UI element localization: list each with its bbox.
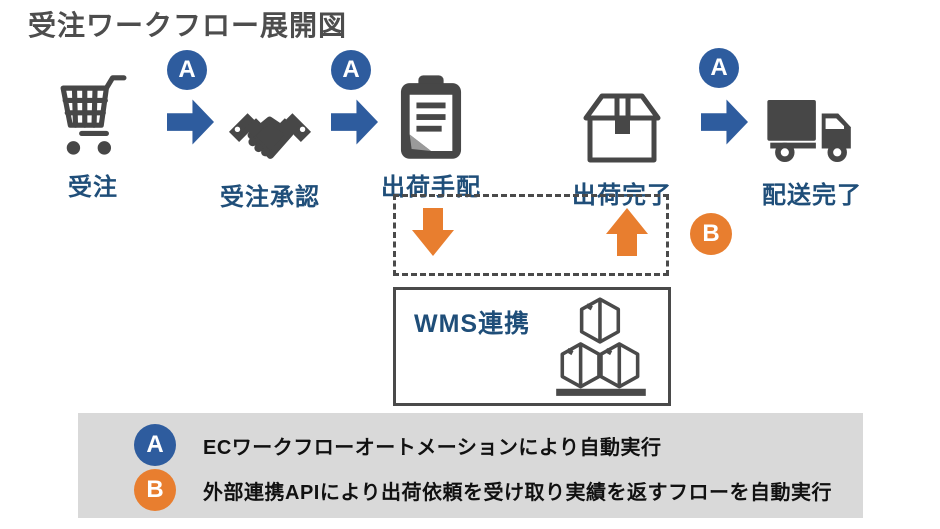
workflow-step-order: 受注 [8,62,178,202]
step-label: 受注 [68,174,118,201]
step-label: 配送完了 [762,182,862,209]
workflow-step-approval: 受注承認 [185,62,355,212]
legend-text-a: ECワークフローオートメーションにより自動実行 [203,436,662,459]
badge-a: A [331,50,371,90]
flow-arrow-right-icon [167,99,214,150]
badge-b: B [134,469,176,511]
legend-row-b: B 外部連携APIにより出荷依頼を受け取り実績を返すフローを自動実行 [134,469,832,511]
shopping-cart-icon [59,62,127,164]
data-up-arrow-icon [606,208,648,261]
badge-a: A [167,50,207,90]
page-title: 受注ワークフロー展開図 [28,10,348,41]
legend-row-a: A ECワークフローオートメーションにより自動実行 [134,424,661,466]
legend: A ECワークフローオートメーションにより自動実行 B 外部連携APIにより出荷… [78,413,863,518]
handshake-icon [214,62,326,174]
delivery-truck-icon [765,62,859,172]
warehouse-boxes-icon [546,295,658,402]
flow-arrow-right-icon [331,99,378,150]
legend-text-b: 外部連携APIにより出荷依頼を受け取り実績を返すフローを自動実行 [203,481,832,504]
data-down-arrow-icon [412,208,454,261]
package-box-icon [582,62,662,172]
badge-a: A [699,48,739,88]
flow-arrow-right-icon [701,99,748,150]
badge-b: B [690,213,732,255]
clipboard-icon [399,62,463,164]
badge-a: A [134,424,176,466]
wms-exchange-zone [393,194,669,276]
workflow-step-delivery-done: 配送完了 [727,62,897,210]
wms-label: WMS連携 [414,310,531,338]
wms-box: WMS連携 [393,287,671,406]
step-label: 受注承認 [220,184,320,211]
workflow-step-shipping-done: 出荷完了 [537,62,707,210]
